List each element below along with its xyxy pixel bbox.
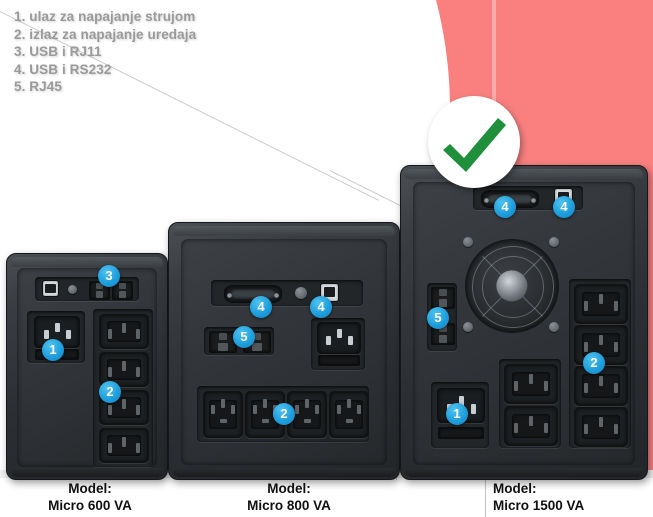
ground-screw-icon [295, 287, 307, 299]
outlet-1[interactable] [574, 284, 628, 324]
marker-2-unit-600[interactable]: 2 [99, 381, 121, 403]
fan-screw-4 [549, 322, 559, 332]
usb-b-port[interactable] [43, 281, 58, 296]
model-prefix: Model: [493, 481, 537, 496]
marker-4-unit-1500-usb[interactable]: 4 [553, 196, 575, 218]
marker-4-unit-1500-serial[interactable]: 4 [494, 196, 516, 218]
screw-icon [68, 285, 77, 294]
fuse-holder[interactable] [318, 355, 360, 366]
marker-2-unit-800[interactable]: 2 [273, 403, 295, 425]
chassis-top-lip [173, 226, 395, 236]
rj45-port-1[interactable] [431, 287, 455, 309]
legend-item-4: 4. USB i RS232 [14, 61, 112, 77]
footer-label-micro-800: Model: Micro 800 VA [194, 480, 384, 514]
chassis-top-lip [11, 257, 163, 267]
model-name: Micro 600 VA [48, 498, 132, 513]
outlet-1[interactable] [203, 391, 243, 438]
model-prefix: Model: [68, 481, 112, 496]
rj11-port-2[interactable] [112, 281, 133, 300]
legend-item-3: 3. USB i RJ11 [14, 44, 102, 59]
chassis-top-lip [405, 169, 643, 179]
cooling-fan [465, 239, 559, 333]
chassis-foot [405, 468, 643, 477]
fan-screw-2 [549, 237, 559, 247]
outlet-6[interactable] [504, 406, 558, 446]
marker-5-unit-800[interactable]: 5 [233, 326, 255, 348]
marker-5-unit-1500[interactable]: 5 [427, 307, 449, 329]
model-prefix: Model: [267, 481, 311, 496]
unit-chassis [168, 222, 400, 480]
footer-divider-1 [485, 478, 486, 517]
fuse-holder[interactable] [438, 427, 484, 439]
power-inlet[interactable] [317, 322, 361, 354]
outlet-4[interactable] [99, 428, 149, 463]
marker-3-unit-600[interactable]: 3 [98, 265, 120, 287]
chassis-foot [11, 468, 163, 477]
footer-label-micro-600: Model: Micro 600 VA [0, 480, 180, 514]
marker-1-unit-1500[interactable]: 1 [446, 403, 468, 425]
legend-item-5: 5. RJ45 [14, 79, 62, 94]
marker-4-unit-800-serial[interactable]: 4 [250, 296, 272, 318]
outlet-4[interactable] [329, 391, 369, 438]
outlet-3[interactable] [574, 366, 628, 406]
unit-chassis [6, 253, 168, 480]
outlet-4[interactable] [574, 407, 628, 447]
marker-4-unit-800-usb[interactable]: 4 [310, 296, 332, 318]
ups-unit-micro-800[interactable] [168, 222, 400, 480]
model-name: Micro 1500 VA [493, 498, 585, 513]
chassis-foot [173, 468, 395, 477]
fan-screw-1 [463, 237, 473, 247]
footer-label-micro-1500: Model: Micro 1500 VA [493, 480, 653, 514]
marker-1-unit-600[interactable]: 1 [42, 339, 64, 361]
marker-2-unit-1500[interactable]: 2 [583, 352, 605, 374]
check-icon [443, 118, 506, 172]
model-name: Micro 800 VA [247, 498, 331, 513]
fan-screw-3 [463, 322, 473, 332]
legend-list: 1. ulaz za napajanje strujom 2. izlaz za… [14, 8, 196, 96]
outlet-1[interactable] [99, 314, 149, 349]
legend-item-2: 2. izlaz za napajanje uredaja [14, 26, 197, 42]
ups-unit-micro-600[interactable] [6, 253, 168, 480]
check-badge [428, 96, 520, 188]
outlet-5[interactable] [504, 364, 558, 404]
legend-item-1: 1. ulaz za napajanje strujom [14, 9, 196, 24]
